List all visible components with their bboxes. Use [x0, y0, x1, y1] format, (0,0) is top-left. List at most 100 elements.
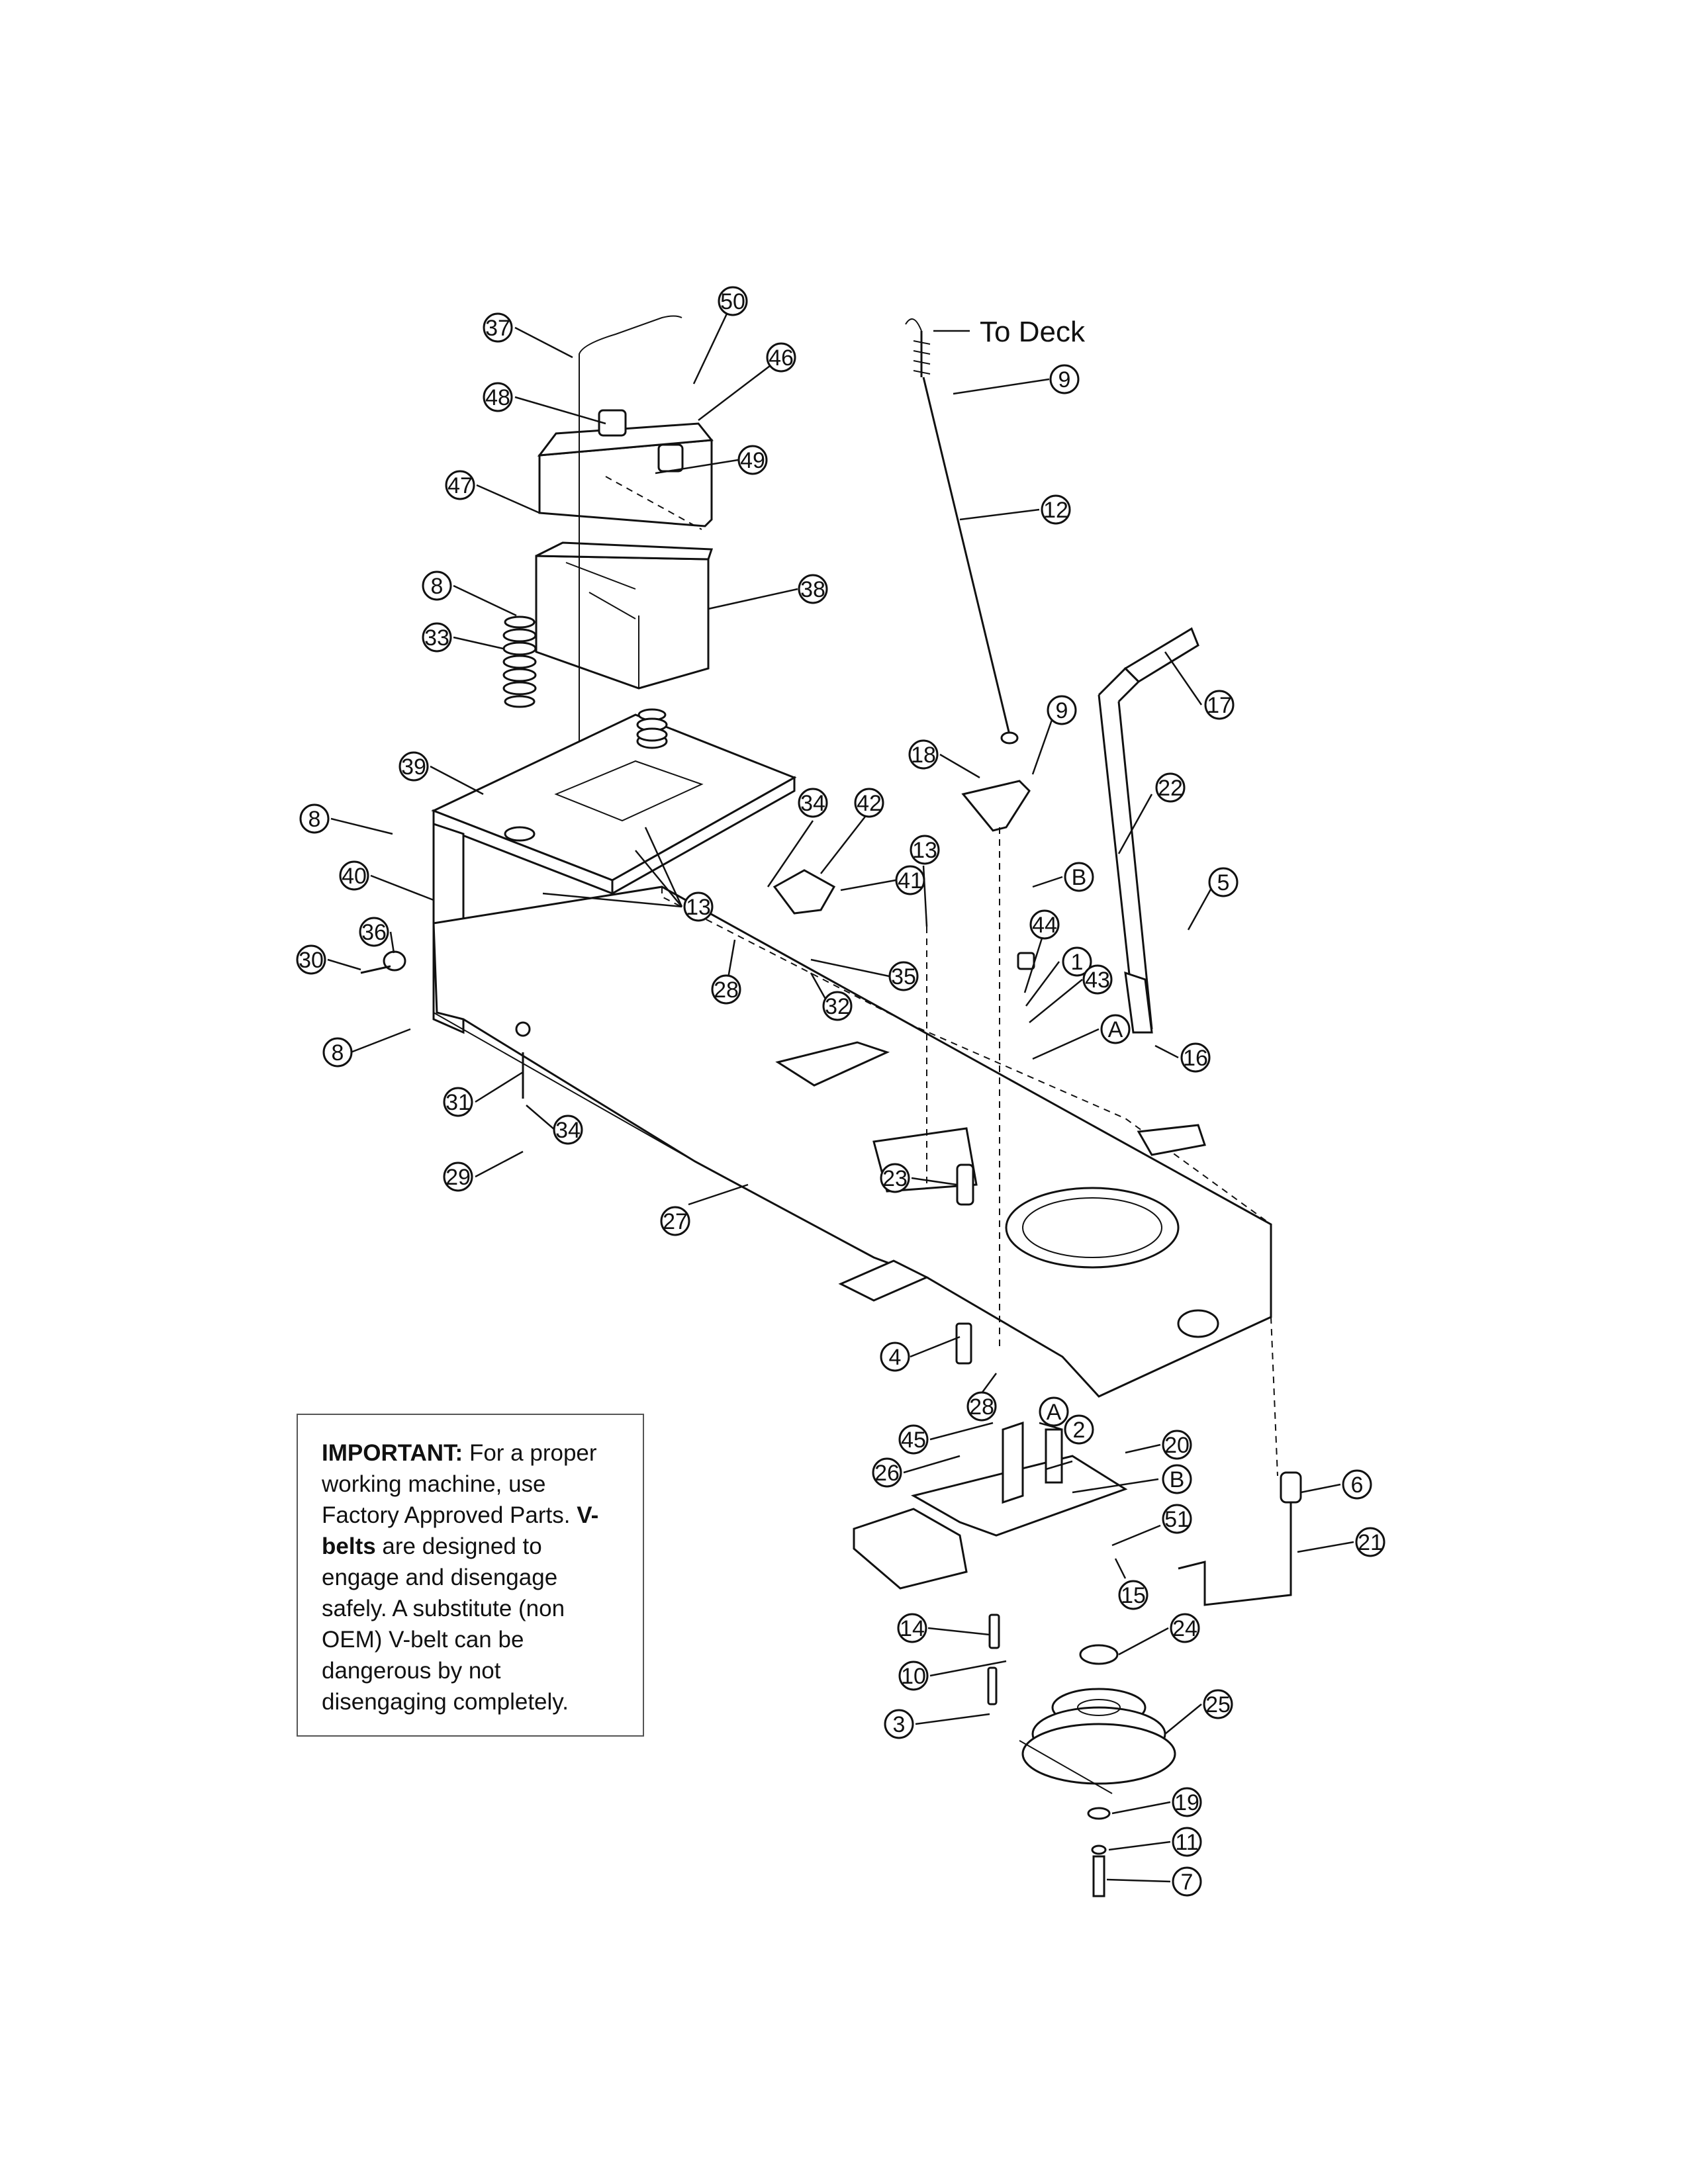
callout-circle: [422, 570, 452, 601]
part-callout: A: [1039, 1396, 1069, 1427]
part-callout: 7: [1172, 1866, 1202, 1897]
callout-circle: [1039, 1396, 1069, 1427]
callout-number: 29: [445, 1165, 471, 1190]
callout-number: 28: [969, 1394, 994, 1420]
pulley-drawing: [1019, 1644, 1176, 1897]
rear-spring-drawing: [636, 708, 668, 742]
battery-box-drawing: [535, 541, 714, 690]
callout-number: 13: [686, 895, 711, 920]
callout-number: 34: [555, 1118, 581, 1143]
part-callout: 42: [854, 788, 884, 818]
callout-number: B: [1072, 865, 1087, 890]
callout-number: 46: [769, 345, 794, 371]
callout-number: 9: [1056, 698, 1068, 723]
important-notice: IMPORTANT: For a proper working machine,…: [297, 1414, 644, 1737]
callout-circle: [1172, 1787, 1202, 1817]
part-callout: 28: [711, 974, 741, 1005]
part-callout: 32: [822, 991, 853, 1021]
callout-circle: [1064, 1414, 1094, 1445]
callout-circle: [322, 1037, 353, 1068]
callout-circle: [399, 751, 429, 782]
part-callout: 26: [872, 1457, 902, 1488]
callout-circle: [884, 1709, 914, 1739]
callout-circle: [1162, 1430, 1192, 1460]
callout-number: 40: [342, 864, 367, 889]
callout-number: 28: [714, 978, 739, 1003]
callout-circle: [798, 574, 828, 604]
hold-down-rod: [579, 315, 682, 847]
callout-circle: [1208, 867, 1239, 897]
part-callout: 34: [553, 1115, 583, 1145]
callout-circle: [1342, 1469, 1372, 1500]
callout-number: 8: [431, 574, 444, 599]
part-callout: 9: [1049, 364, 1080, 394]
part-callout: 19: [1172, 1787, 1202, 1817]
callout-number: 36: [361, 920, 387, 945]
callout-circle: [1172, 1827, 1202, 1857]
part-callout: 8: [299, 803, 330, 834]
part-callout: 45: [898, 1424, 929, 1455]
part-callout: 12: [1041, 494, 1071, 525]
callout-number: 24: [1172, 1616, 1197, 1641]
part-callout: 43: [1082, 964, 1113, 995]
callout-number: 38: [800, 577, 825, 602]
part-callout: B: [1064, 862, 1094, 892]
callout-number: 34: [800, 791, 825, 816]
important-label: IMPORTANT:: [322, 1440, 463, 1466]
callout-number: 32: [825, 994, 850, 1019]
callout-circle: [895, 865, 925, 895]
callout-number: 30: [299, 948, 324, 973]
callout-circle: [1100, 1014, 1131, 1044]
callout-circle: [1162, 1464, 1192, 1494]
callout-number: 19: [1174, 1790, 1199, 1815]
callout-number: A: [1047, 1400, 1062, 1425]
part-callout: 1: [1062, 946, 1092, 977]
part-callout: 4: [880, 1342, 910, 1372]
part-callout: 47: [445, 470, 475, 500]
callout-circle: [1204, 690, 1235, 720]
part-callout: 28: [966, 1391, 997, 1422]
callout-circle: [339, 860, 369, 891]
callout-number: 31: [445, 1090, 471, 1115]
callout-number: 2: [1073, 1418, 1086, 1443]
part-callout: 15: [1118, 1580, 1149, 1610]
callout-number: 25: [1205, 1692, 1231, 1717]
part-callout: A: [1100, 1014, 1131, 1044]
leader-lines: [327, 300, 1354, 1883]
callout-circle: [660, 1206, 690, 1236]
part-callout: 24: [1170, 1613, 1200, 1643]
callout-circle: [1029, 909, 1060, 940]
switch-drawing: [773, 869, 836, 915]
callout-number: 1: [1071, 950, 1084, 975]
part-callout: 14: [897, 1613, 927, 1643]
callout-number: 21: [1358, 1530, 1383, 1555]
callout-number: 3: [893, 1712, 906, 1737]
callout-number: 18: [911, 743, 936, 768]
part-callout: 36: [359, 917, 389, 947]
callout-number: 10: [901, 1664, 926, 1689]
callout-circle: [1203, 1689, 1233, 1719]
part-callout: 37: [483, 312, 513, 343]
callout-circle: [296, 944, 326, 975]
part-callout: 13: [910, 835, 940, 865]
hardware-drawing: [360, 950, 1035, 1706]
part-callout: 50: [718, 286, 748, 316]
callout-circle: [445, 470, 475, 500]
vbelts-text: are designed to engage and disengage saf…: [322, 1533, 569, 1715]
callout-circle: [766, 342, 796, 373]
callout-number: 37: [485, 316, 510, 341]
callout-circle: [1355, 1527, 1385, 1557]
callout-number: 41: [898, 868, 923, 893]
callout-circle: [908, 739, 939, 770]
shift-rod-drawing: [1178, 1489, 1292, 1606]
callout-number: 27: [663, 1209, 688, 1234]
idler-bracket-drawing: [853, 1421, 1128, 1590]
part-callout: 34: [798, 788, 828, 818]
callout-circle: [880, 1163, 910, 1193]
to-deck-label: To Deck: [980, 316, 1086, 348]
callout-number: 45: [901, 1428, 926, 1453]
callout-circle: [683, 891, 714, 922]
part-callout: 9: [1047, 695, 1077, 725]
callout-circle: [422, 622, 452, 653]
